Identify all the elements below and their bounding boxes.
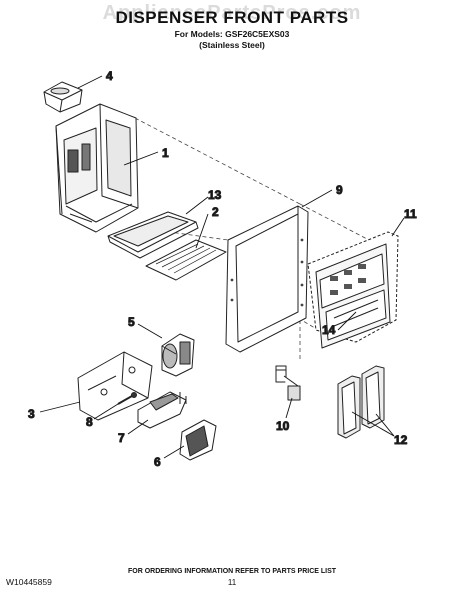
part-3-bracket (77, 351, 153, 421)
watermark: AppliancePartsPros.com (102, 2, 362, 24)
page-title: DISPENSER FRONT PARTS (115, 8, 349, 27)
part-1-housing (55, 103, 139, 233)
callout-4: 4 (106, 69, 113, 83)
part-9-frame (225, 205, 309, 353)
leader-lines (39, 75, 405, 459)
callout-12: 12 (394, 433, 408, 447)
callout-5: 5 (128, 315, 135, 329)
part-2-grille (145, 239, 227, 281)
variant-line: (Stainless Steel) (199, 40, 265, 50)
callout-7: 7 (118, 431, 125, 445)
callout-13: 13 (208, 188, 222, 202)
part-8-screw (117, 392, 137, 405)
document-number: W10445859 (6, 577, 52, 587)
callout-1: 1 (162, 146, 169, 160)
callout-2: 2 (212, 205, 219, 219)
part-13-tray-frame (107, 211, 199, 259)
part-7-switch (137, 391, 187, 429)
callout-8: 8 (86, 415, 93, 429)
callout-9: 9 (336, 183, 343, 197)
callout-10: 10 (276, 419, 290, 433)
part-6-paddle (179, 419, 217, 461)
models-line: For Models: GSF26C5EXS03 (174, 29, 290, 39)
part-10-elbow (275, 365, 301, 401)
callout-11: 11 (404, 207, 417, 221)
page-number: 11 (227, 578, 237, 587)
part-4-cup (43, 81, 83, 113)
ordering-note: FOR ORDERING INFORMATION REFER TO PARTS … (127, 568, 337, 575)
part-5-actuator (161, 333, 195, 377)
part-12-pads (337, 365, 385, 439)
callout-3: 3 (28, 407, 35, 421)
callout-14: 14 (322, 323, 336, 337)
callout-6: 6 (154, 455, 161, 469)
